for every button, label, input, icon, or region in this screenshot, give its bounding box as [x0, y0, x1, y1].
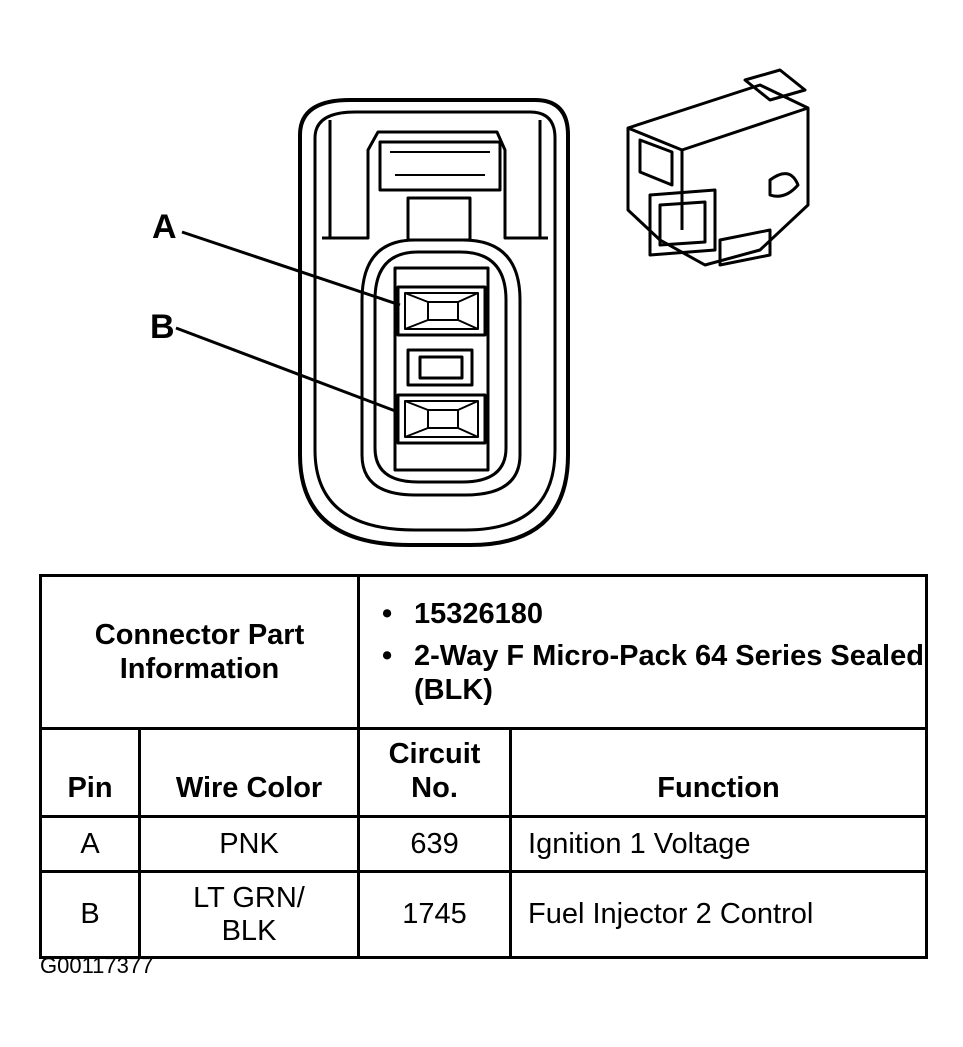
cell-circuit: 639 — [357, 815, 513, 873]
connector-description: 2-Way F Micro-Pack 64 Series Sealed (BLK… — [382, 639, 925, 707]
cell-circuit: 1745 — [357, 870, 513, 959]
figure-id: G00117377 — [40, 953, 154, 978]
pin-label-b: B — [150, 308, 175, 346]
cell-pin: A — [39, 815, 141, 873]
cell-function: Ignition 1 Voltage — [509, 815, 929, 873]
table-row: A PNK 639 Ignition 1 Voltage — [39, 815, 929, 873]
header-circuit-no: Circuit No. — [357, 727, 513, 818]
connector-part-info-heading: Connector Part Information — [38, 574, 361, 730]
connector-face-drawing — [175, 68, 810, 547]
connector-info-table: Connector Part Information 15326180 2-Wa… — [38, 574, 929, 959]
header-wire-color: Wire Color — [137, 727, 361, 818]
connector-iso-view — [626, 68, 810, 267]
cell-wire-color: LT GRN/ BLK — [137, 870, 361, 959]
connector-part-details: 15326180 2-Way F Micro-Pack 64 Series Se… — [357, 574, 929, 730]
cell-function: Fuel Injector 2 Control — [509, 870, 929, 959]
part-number: 15326180 — [382, 597, 925, 631]
header-function: Function — [509, 727, 929, 818]
connector-diagram: A B — [150, 68, 810, 547]
pin-label-a: A — [152, 208, 177, 246]
cell-pin: B — [39, 870, 141, 959]
header-pin: Pin — [39, 727, 141, 818]
table-row: B LT GRN/ BLK 1745 Fuel Injector 2 Contr… — [39, 870, 929, 959]
cell-wire-color: PNK — [137, 815, 361, 873]
